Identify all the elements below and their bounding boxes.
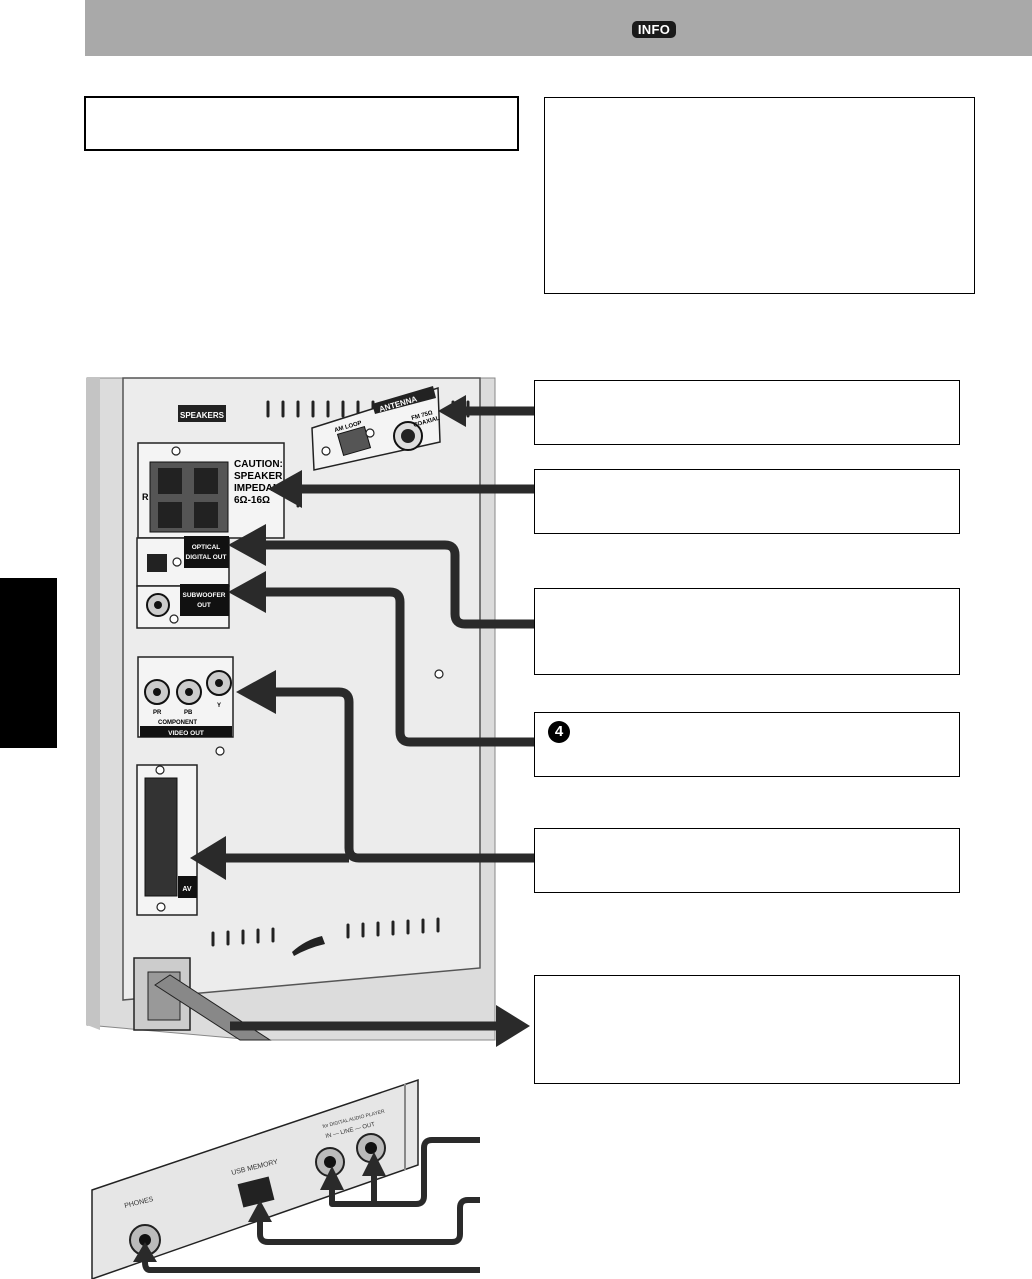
component-pb-label: PB bbox=[184, 710, 193, 716]
optical-label-1: OPTICAL bbox=[192, 544, 221, 551]
info-badge: INFO bbox=[632, 21, 676, 38]
right-channel-label: R bbox=[142, 492, 149, 502]
video-out-label: VIDEO OUT bbox=[168, 730, 204, 737]
speakers-label: SPEAKERS bbox=[180, 411, 225, 420]
component-y-label: Y bbox=[217, 703, 221, 709]
note-box bbox=[544, 97, 975, 294]
component-label: COMPONENT bbox=[158, 720, 197, 726]
header-bar bbox=[85, 0, 1032, 56]
caution-line-1: CAUTION: bbox=[234, 459, 283, 470]
title-box bbox=[84, 96, 519, 151]
caution-line-3: IMPEDANCE bbox=[234, 483, 294, 494]
fm-label-1: FM 75Ω bbox=[411, 410, 434, 422]
caution-line-4: 6Ω-16Ω bbox=[234, 495, 270, 506]
callout-antenna bbox=[534, 380, 960, 445]
subwoofer-label-2: OUT bbox=[197, 602, 211, 609]
subwoofer-label-1: SUBWOOFER bbox=[183, 592, 226, 599]
component-pr-label: PR bbox=[153, 710, 162, 716]
caution-line-2: SPEAKER bbox=[234, 471, 283, 482]
callout-speakers bbox=[534, 469, 960, 534]
callout-video-out bbox=[534, 828, 960, 893]
av-label: AV bbox=[182, 886, 192, 893]
callout-power-cord bbox=[534, 975, 960, 1084]
side-section-tab bbox=[0, 578, 57, 748]
callout-subwoofer-out bbox=[534, 712, 960, 777]
callout-optical-out bbox=[534, 588, 960, 675]
optical-label-2: DIGITAL OUT bbox=[186, 554, 227, 561]
step-number-badge: 4 bbox=[548, 721, 570, 743]
